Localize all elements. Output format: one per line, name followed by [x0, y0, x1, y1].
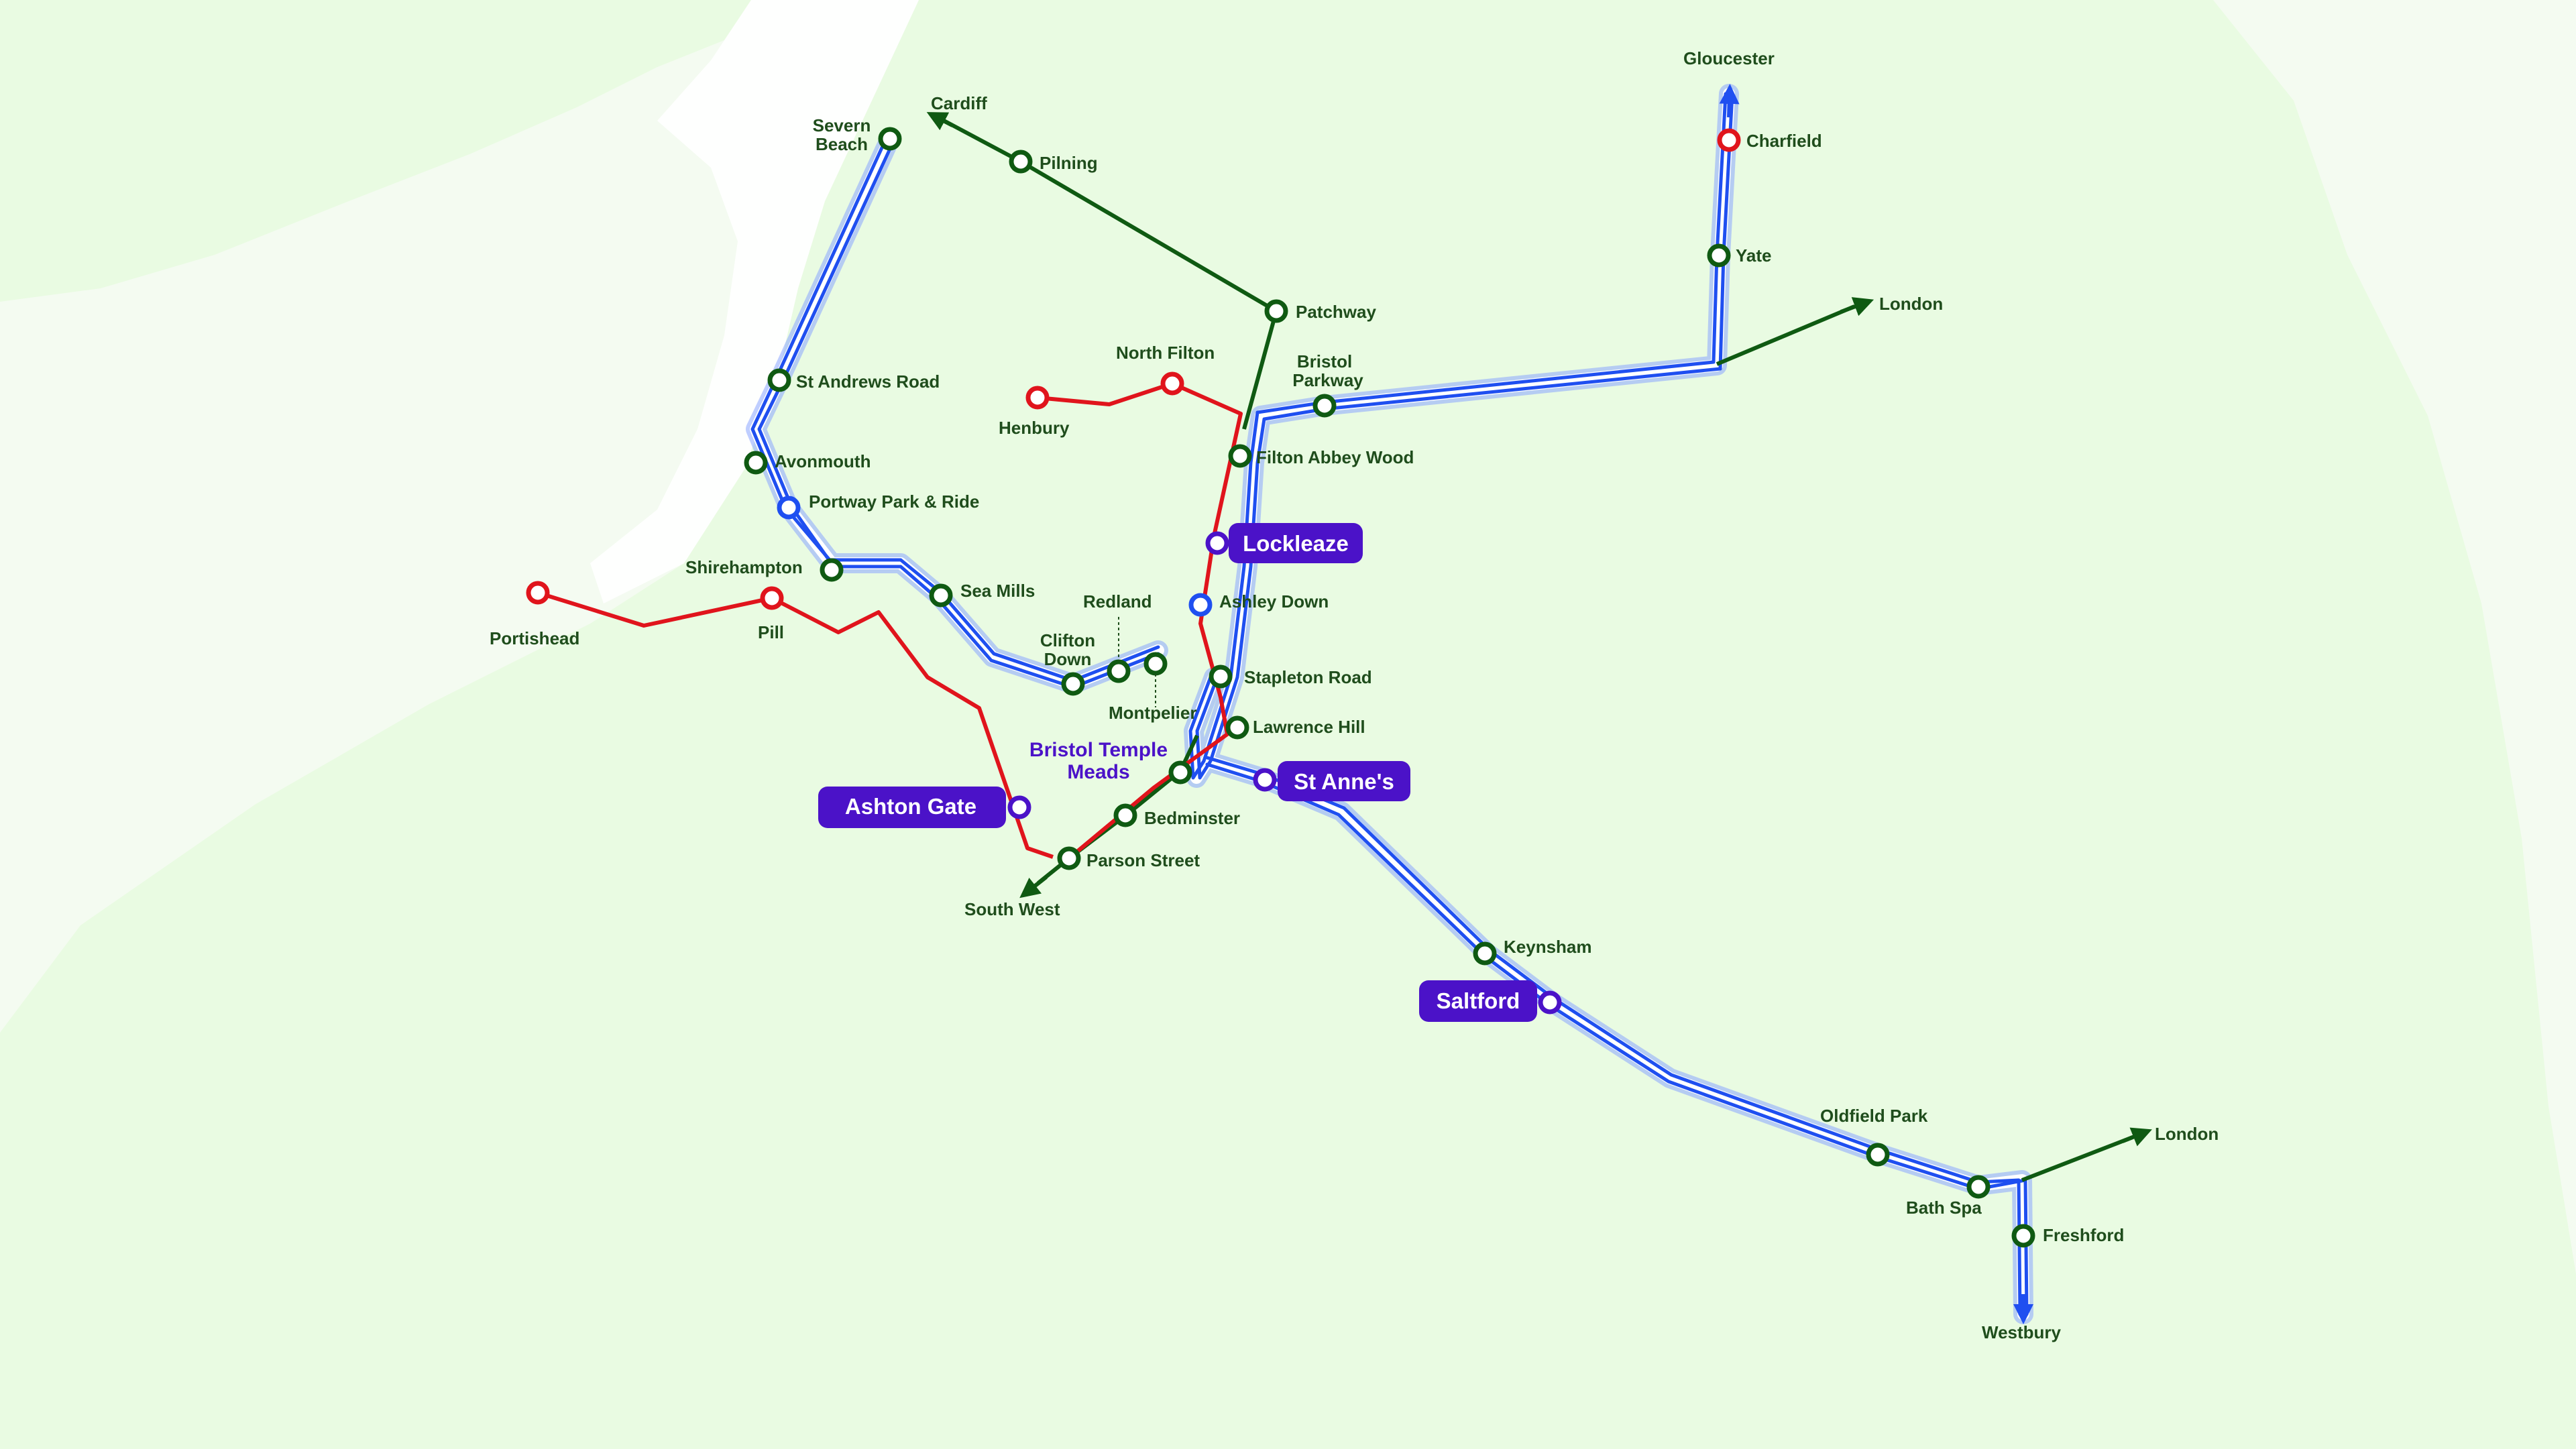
station-marker-avonmouth[interactable]: [744, 451, 768, 475]
label-westbury: Westbury: [1982, 1322, 2062, 1342]
label-avonmouth: Avonmouth: [775, 451, 871, 471]
station-marker-bath-spa[interactable]: [1966, 1175, 1991, 1199]
label-stapleton-road: Stapleton Road: [1244, 667, 1372, 687]
station-marker-pill[interactable]: [760, 586, 784, 610]
label-lockleaze: Lockleaze: [1243, 531, 1349, 556]
station-marker-yate[interactable]: [1707, 243, 1731, 268]
station-marker-st-andrews-road[interactable]: [767, 368, 791, 392]
label-parson-street: Parson Street: [1086, 850, 1200, 870]
station-marker-clifton-down[interactable]: [1061, 672, 1085, 696]
label-yate: Yate: [1736, 245, 1772, 266]
station-marker-freshford[interactable]: [2011, 1224, 2035, 1248]
label-portway: Portway Park & Ride: [809, 491, 979, 512]
lockleaze-pill[interactable]: [1229, 523, 1363, 563]
station-marker-henbury[interactable]: [1025, 386, 1050, 410]
labels: Severn Beach Cardiff Pilning Gloucester …: [490, 48, 2219, 1342]
label-bedminster: Bedminster: [1144, 808, 1240, 828]
station-marker-ashton-gate[interactable]: [1007, 795, 1031, 819]
label-montpelier: Montpelier: [1109, 703, 1196, 723]
label-charfield: Charfield: [1746, 131, 1822, 151]
station-marker-north-filton[interactable]: [1160, 371, 1184, 396]
label-pill: Pill: [758, 622, 784, 642]
station-marker-portishead[interactable]: [526, 581, 550, 605]
station-marker-redland[interactable]: [1107, 659, 1131, 683]
station-marker-filton-abbey-wood[interactable]: [1228, 444, 1252, 468]
label-keynsham: Keynsham: [1504, 937, 1592, 957]
label-cardiff: Cardiff: [931, 93, 987, 113]
station-marker-pilning[interactable]: [1009, 150, 1033, 174]
station-marker-bedminster[interactable]: [1113, 803, 1137, 827]
station-marker-charfield[interactable]: [1717, 128, 1741, 152]
station-marker-st-annes[interactable]: [1253, 768, 1277, 792]
station-marker-stapleton-road[interactable]: [1209, 664, 1233, 689]
label-st-annes: St Anne's: [1294, 769, 1394, 794]
south-west-arrow: [1019, 875, 1048, 899]
station-marker-lockleaze[interactable]: [1205, 531, 1229, 555]
saltford-pill[interactable]: [1419, 980, 1537, 1022]
label-london-north: London: [1879, 294, 1943, 314]
label-bristol-parkway-2: Parkway: [1292, 370, 1363, 390]
label-north-filton: North Filton: [1116, 343, 1215, 363]
label-oldfield-park: Oldfield Park: [1820, 1106, 1928, 1126]
label-filton-abbey-wood: Filton Abbey Wood: [1256, 447, 1414, 467]
station-marker-saltford[interactable]: [1538, 990, 1562, 1015]
label-ashton-gate: Ashton Gate: [845, 794, 976, 819]
label-gloucester: Gloucester: [1683, 48, 1775, 68]
ashton-gate-pill[interactable]: [818, 787, 1006, 828]
station-marker-parson-street[interactable]: [1057, 846, 1081, 870]
station-marker-sea-mills[interactable]: [929, 583, 953, 607]
st-annes-pill[interactable]: [1278, 761, 1410, 801]
london-north-arrow: [1840, 297, 1874, 316]
estuary-water: [590, 0, 919, 603]
label-pilning: Pilning: [1040, 153, 1098, 173]
station-marker-portway[interactable]: [777, 496, 801, 520]
north-shore: [0, 0, 751, 302]
station-marker-bristol-parkway[interactable]: [1312, 394, 1337, 418]
label-south-west: South West: [964, 899, 1060, 919]
label-henbury: Henbury: [999, 418, 1070, 438]
label-redland: Redland: [1083, 591, 1152, 612]
label-lawrence-hill: Lawrence Hill: [1253, 717, 1365, 737]
station-marker-oldfield-park[interactable]: [1866, 1143, 1890, 1167]
station-marker-ashley-down[interactable]: [1188, 593, 1213, 617]
station-marker-keynsham[interactable]: [1473, 941, 1497, 966]
station-marker-montpelier[interactable]: [1143, 652, 1168, 676]
station-marker-bristol-temple-meads[interactable]: [1168, 760, 1192, 785]
label-ashley-down: Ashley Down: [1219, 591, 1329, 612]
cardiff-arrow: [926, 112, 954, 131]
label-freshford: Freshford: [2043, 1225, 2124, 1245]
label-bath-spa: Bath Spa: [1906, 1198, 1982, 1218]
station-markers: [526, 127, 2035, 1248]
label-bristol-temple-meads-2: Meads: [1067, 761, 1129, 783]
label-patchway: Patchway: [1296, 302, 1376, 322]
label-clifton-down-1: Clifton: [1040, 630, 1095, 650]
label-bristol-temple-meads-1: Bristol Temple: [1029, 739, 1168, 761]
station-marker-shirehampton[interactable]: [820, 558, 844, 582]
label-severn-beach-2: Beach: [816, 134, 868, 154]
gloucester-arrow: [1719, 84, 1740, 118]
station-marker-lawrence-hill[interactable]: [1225, 715, 1249, 740]
label-london-east: London: [2155, 1124, 2219, 1144]
label-sea-mills: Sea Mills: [960, 581, 1035, 601]
label-saltford: Saltford: [1437, 988, 1520, 1013]
label-st-andrews-road: St Andrews Road: [796, 371, 940, 392]
label-portishead: Portishead: [490, 628, 579, 648]
label-severn-beach-1: Severn: [813, 115, 871, 135]
station-marker-patchway[interactable]: [1264, 299, 1288, 323]
station-marker-severn-beach[interactable]: [878, 127, 902, 151]
label-clifton-down-2: Down: [1044, 649, 1092, 669]
label-bristol-parkway-1: Bristol: [1297, 351, 1352, 371]
london-east-arrow: [2121, 1127, 2152, 1147]
label-shirehampton: Shirehampton: [685, 557, 803, 577]
